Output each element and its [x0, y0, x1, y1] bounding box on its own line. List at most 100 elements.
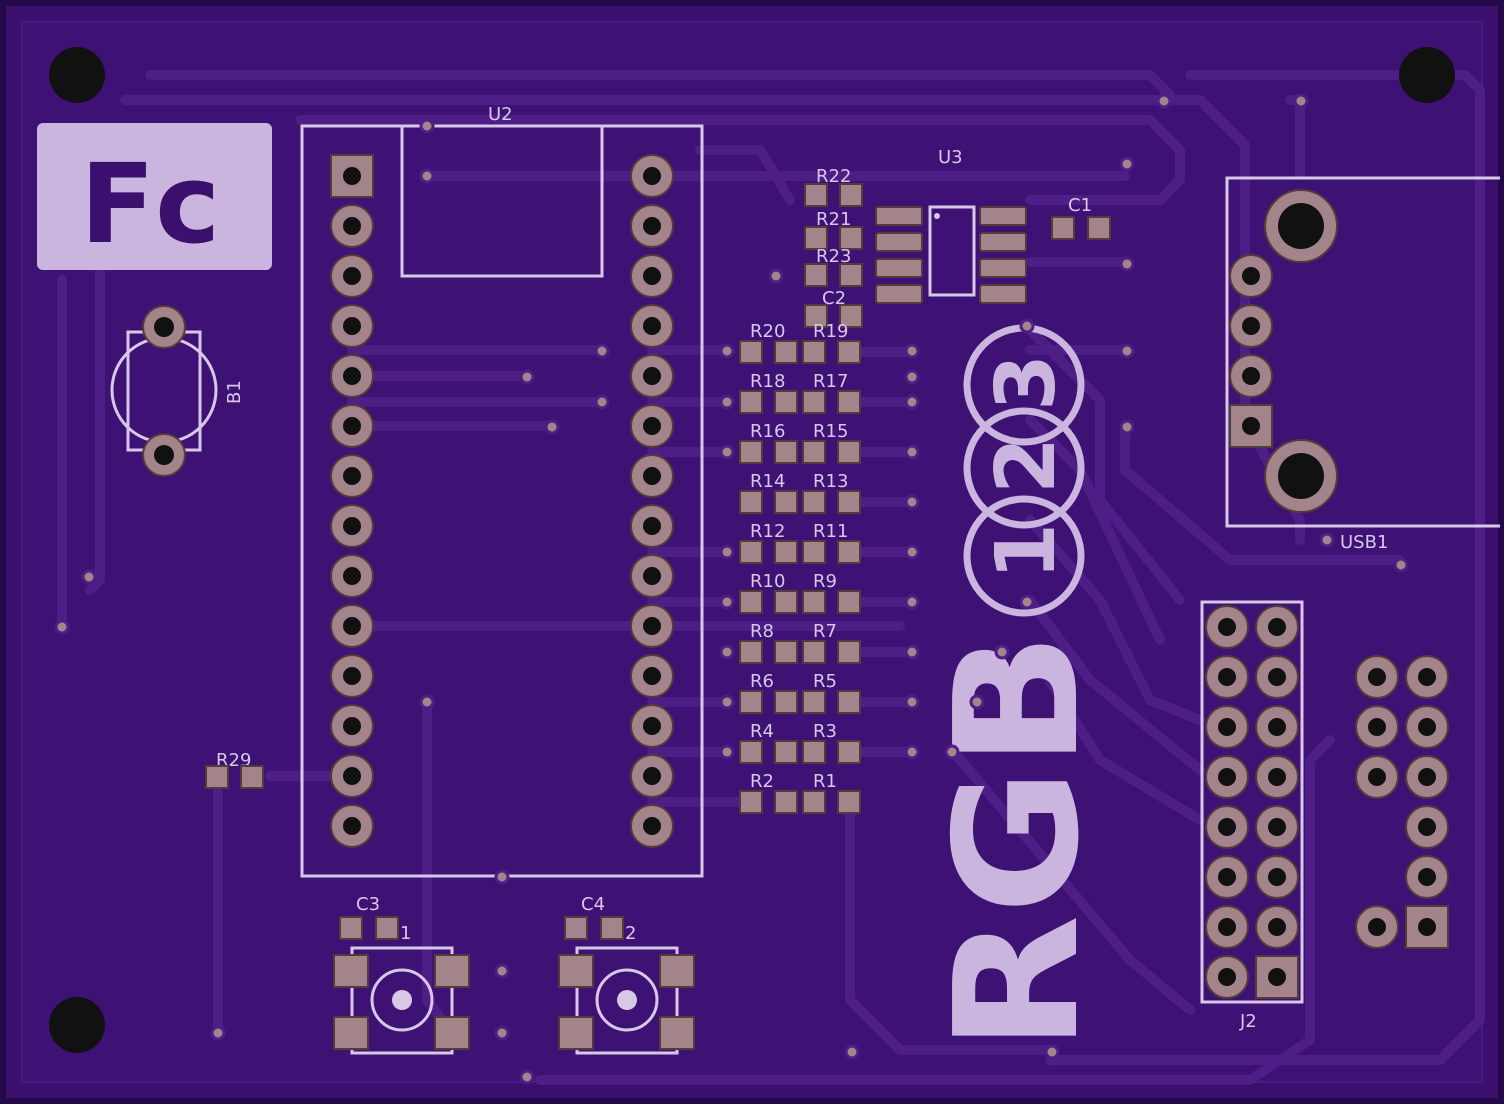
via — [719, 394, 735, 410]
copper-trace — [1025, 325, 1185, 605]
via — [719, 644, 735, 660]
ic-pad — [875, 258, 923, 278]
resistor-pad — [802, 340, 826, 364]
switch-sw2 — [558, 946, 695, 1055]
resistor-pad — [739, 590, 763, 614]
resistor-label: R5 — [813, 671, 837, 692]
svg-text:Fc: Fc — [80, 140, 220, 268]
resistor-label: R18 — [750, 371, 785, 392]
ic-u3: U3 — [875, 147, 1027, 304]
resistor-pad — [839, 183, 863, 207]
resistor-pad — [739, 740, 763, 764]
resistor-label: R19 — [813, 321, 848, 342]
via — [419, 168, 435, 184]
via — [904, 744, 920, 760]
resistor-pad — [739, 340, 763, 364]
vias — [54, 93, 1409, 1085]
ic-pad — [979, 206, 1027, 226]
resistor-label: R6 — [750, 671, 774, 692]
switch-sw1 — [333, 946, 470, 1055]
resistor-label: R14 — [750, 471, 785, 492]
via — [719, 594, 735, 610]
via — [904, 369, 920, 385]
brand-letters: RGB — [919, 632, 1117, 1052]
copper-trace — [295, 115, 1185, 205]
resistor-label: R17 — [813, 371, 848, 392]
via — [1393, 557, 1409, 573]
resistor-label: R20 — [750, 321, 785, 342]
resistor-label: R22 — [816, 166, 851, 187]
via — [594, 394, 610, 410]
mounting-hole — [49, 47, 105, 103]
resistor-label: R10 — [750, 571, 785, 592]
via — [594, 343, 610, 359]
copper-trace — [1025, 595, 1205, 775]
resistor-label: R2 — [750, 771, 774, 792]
brand-digit-3: 3 — [979, 354, 1074, 411]
resistor-pad — [804, 183, 828, 207]
svg-text:1: 1 — [400, 923, 411, 944]
battery-b1: B1 — [110, 305, 245, 477]
resistor-label: R13 — [813, 471, 848, 492]
resistor-pad — [802, 390, 826, 414]
ic-pad — [979, 258, 1027, 278]
capacitor-c4: C4 2 — [564, 894, 636, 944]
resistor-pad — [804, 263, 828, 287]
via — [81, 569, 97, 585]
via — [54, 619, 70, 635]
resistor-pad — [774, 390, 798, 414]
resistor-label: R15 — [813, 421, 848, 442]
resistor-pad — [802, 790, 826, 814]
brand-digit-1: 1 — [979, 523, 1074, 580]
resistor-label: R1 — [813, 771, 837, 792]
header-j2: J2 — [1200, 600, 1304, 1032]
resistor-pad — [837, 590, 861, 614]
via — [904, 544, 920, 560]
via — [419, 118, 435, 134]
mounting-holes — [49, 47, 1455, 1053]
resistor-pad — [839, 226, 863, 250]
mounting-hole — [49, 997, 105, 1053]
resistor-label: R3 — [813, 721, 837, 742]
via — [519, 1069, 535, 1085]
resistor-pad — [837, 690, 861, 714]
c3-label: C3 — [356, 894, 380, 915]
resistor-label: R4 — [750, 721, 774, 742]
resistor-pad — [802, 690, 826, 714]
via — [719, 343, 735, 359]
via — [904, 594, 920, 610]
ic-pad — [875, 232, 923, 252]
rgb123-branding: 3 2 1 RGB — [919, 324, 1117, 1052]
resistor-pad — [739, 690, 763, 714]
resistor-pad — [774, 640, 798, 664]
via — [1044, 1044, 1060, 1060]
capacitor-c2: C2 — [804, 288, 863, 328]
resistor-pad — [802, 640, 826, 664]
ic-pad — [875, 284, 923, 304]
via — [494, 869, 510, 885]
brand-digit-2: 2 — [979, 437, 1074, 494]
via — [904, 343, 920, 359]
resistor-label: R7 — [813, 621, 837, 642]
c4-label: C4 — [581, 894, 605, 915]
usb1-label: USB1 — [1340, 532, 1388, 553]
via — [544, 419, 560, 435]
via — [904, 444, 920, 460]
resistor-label: R9 — [813, 571, 837, 592]
resistor-pad — [837, 640, 861, 664]
capacitor-c3: C3 1 — [339, 894, 411, 944]
resistor-pad — [774, 540, 798, 564]
resistor-pad — [774, 440, 798, 464]
resistor-label: R23 — [816, 246, 851, 267]
svg-text:2: 2 — [625, 923, 636, 944]
resistor-pad — [739, 490, 763, 514]
j2-label: J2 — [1239, 1011, 1257, 1032]
via — [1156, 93, 1172, 109]
via — [419, 694, 435, 710]
c2-label: C2 — [822, 288, 846, 309]
resistor-pad — [774, 690, 798, 714]
via — [210, 1025, 226, 1041]
via — [1019, 318, 1035, 334]
